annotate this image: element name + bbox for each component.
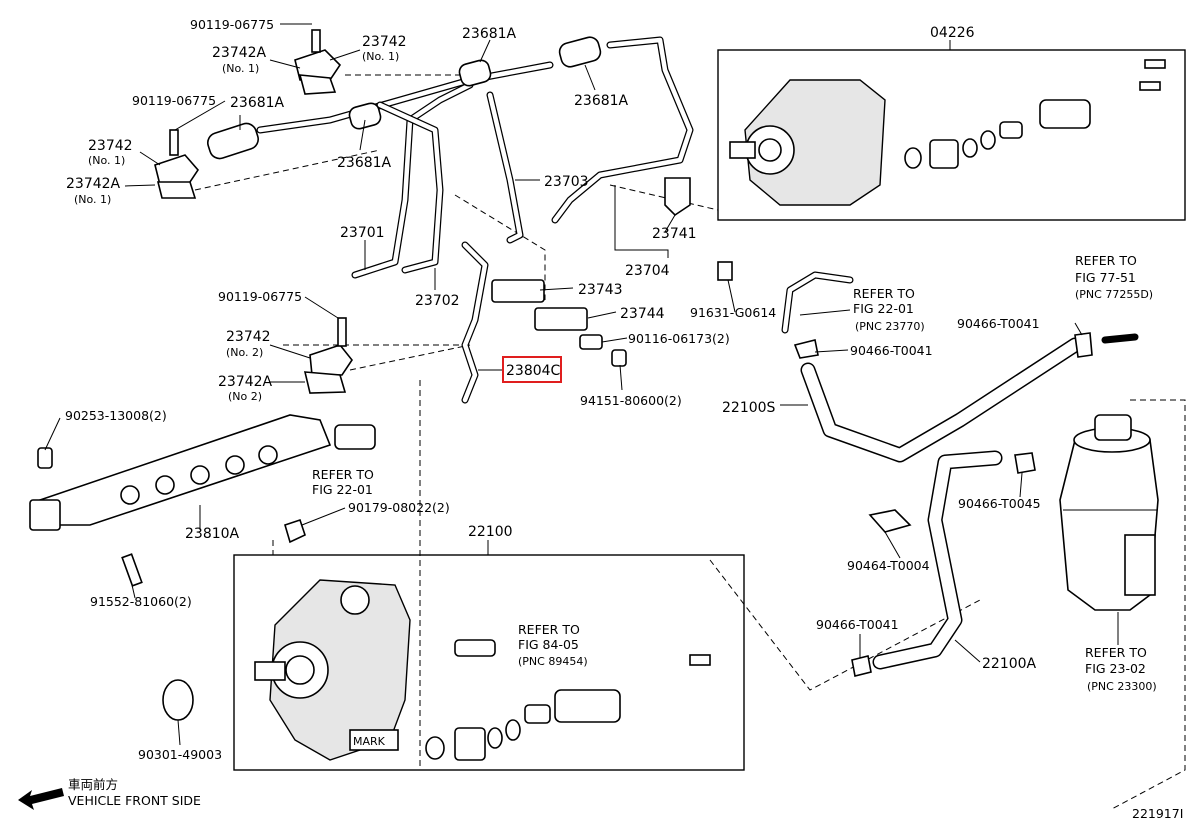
clamps-23743-23744 <box>491 279 627 367</box>
fuel-pipes <box>256 36 694 404</box>
label-94151-80600[interactable]: 94151-80600(2) <box>580 393 682 408</box>
box-22100 <box>233 554 745 771</box>
pipe-grommets-23681A <box>207 36 602 160</box>
label-22100S[interactable]: 22100S <box>722 400 776 416</box>
label-90116-06173[interactable]: 90116-06173(2) <box>628 331 730 346</box>
label-91552-81060[interactable]: 91552-81060(2) <box>90 594 192 609</box>
label-22100[interactable]: 22100 <box>468 524 513 540</box>
label-23742-b[interactable]: 23742 <box>88 138 133 154</box>
hose-clips <box>793 332 1093 677</box>
label-ref-22-01-b-3: (PNC 23770) <box>855 320 925 333</box>
label-ref-84-05-3: (PNC 89454) <box>518 655 588 668</box>
label-23742A-b[interactable]: 23742A <box>66 176 121 192</box>
label-90119-06775-a[interactable]: 90119-06775 <box>190 17 274 32</box>
label-23701[interactable]: 23701 <box>340 225 385 241</box>
front-arrow-icon <box>18 788 64 810</box>
bracket-23741 <box>664 177 691 217</box>
label-ref-22-01-b-1[interactable]: REFER TO <box>853 286 915 301</box>
clamps-no1 <box>154 29 342 199</box>
label-ref-84-05-2[interactable]: FIG 84-05 <box>518 637 579 652</box>
label-ref-77-51-2[interactable]: FIG 77-51 <box>1075 270 1136 285</box>
label-ref-23-02-2[interactable]: FIG 23-02 <box>1085 661 1146 676</box>
label-90179-08022[interactable]: 90179-08022(2) <box>348 500 450 515</box>
label-90301-49003[interactable]: 90301-49003 <box>138 747 222 762</box>
dashed-leaders <box>194 74 1186 811</box>
label-23742-a[interactable]: 23742 <box>362 34 407 50</box>
label-23681A-top[interactable]: 23681A <box>462 26 517 42</box>
label-ref-23-02-1[interactable]: REFER TO <box>1085 645 1147 660</box>
label-90466-T0045[interactable]: 90466-T0045 <box>958 496 1041 511</box>
label-23741[interactable]: 23741 <box>652 226 697 242</box>
label-23681A-mid[interactable]: 23681A <box>337 155 392 171</box>
label-23810A[interactable]: 23810A <box>185 526 240 542</box>
supply-pump-04226 <box>729 59 1166 206</box>
box-04226 <box>717 49 1186 221</box>
label-23743[interactable]: 23743 <box>578 282 623 298</box>
label-90466-T0041-c[interactable]: 90466-T0041 <box>816 617 899 632</box>
label-23742-a-no: (No. 1) <box>362 50 399 63</box>
label-90119-06775-c[interactable]: 90119-06775 <box>218 289 302 304</box>
label-91631-G0614[interactable]: 91631-G0614 <box>690 305 776 320</box>
label-23742-c-no: (No. 2) <box>226 346 263 359</box>
fuel-rail-23810A <box>29 414 376 531</box>
label-ref-22-01-b-2[interactable]: FIG 22-01 <box>853 301 914 316</box>
bolt-91552 <box>121 553 143 587</box>
label-23742A-b-no: (No. 1) <box>74 193 111 206</box>
highlight-23804C <box>502 356 562 383</box>
o-ring-90301 <box>162 679 194 721</box>
clamps-no2 <box>303 317 353 394</box>
label-23742-c[interactable]: 23742 <box>226 329 271 345</box>
label-90466-T0041-b[interactable]: 90466-T0041 <box>957 316 1040 331</box>
label-23742A-c-no: (No 2) <box>228 390 262 403</box>
nut-90179 <box>284 518 306 544</box>
label-23804C[interactable]: 23804C <box>506 363 561 379</box>
diagram-id: 221917I <box>1132 806 1183 821</box>
front-direction-indicator: 車両前方 VEHICLE FRONT SIDE <box>18 777 201 810</box>
label-mark: MARK <box>353 735 386 748</box>
label-04226[interactable]: 04226 <box>930 25 975 41</box>
label-ref-22-01-a-1[interactable]: REFER TO <box>312 467 374 482</box>
label-23742-b-no: (No. 1) <box>88 154 125 167</box>
label-ref-77-51-3: (PNC 77255D) <box>1075 288 1153 301</box>
label-90466-T0041-a[interactable]: 90466-T0041 <box>850 343 933 358</box>
label-23742A-a[interactable]: 23742A <box>212 45 267 61</box>
label-23742A-a-no: (No. 1) <box>222 62 259 75</box>
label-23681A-a[interactable]: 23681A <box>230 95 285 111</box>
supply-pump-22100 <box>254 579 711 761</box>
leader-lines <box>44 23 1119 746</box>
fuel-hoses <box>781 271 1139 670</box>
label-23681A-right[interactable]: 23681A <box>574 93 629 109</box>
label-23742A-c[interactable]: 23742A <box>218 374 273 390</box>
label-ref-77-51-1[interactable]: REFER TO <box>1075 253 1137 268</box>
label-ref-23-02-3: (PNC 23300) <box>1087 680 1157 693</box>
label-23744[interactable]: 23744 <box>620 306 665 322</box>
label-23702[interactable]: 23702 <box>415 293 460 309</box>
label-ref-22-01-a-2[interactable]: FIG 22-01 <box>312 482 373 497</box>
label-23704[interactable]: 23704 <box>625 263 670 279</box>
fuel-filter <box>1059 414 1159 640</box>
label-90119-06775-b[interactable]: 90119-06775 <box>132 93 216 108</box>
label-ref-84-05-1[interactable]: REFER TO <box>518 622 580 637</box>
label-90253-13008[interactable]: 90253-13008(2) <box>65 408 167 423</box>
part-labels: 90119-06775 23742 (No. 1) 23742A (No. 1)… <box>65 17 1157 762</box>
label-23703[interactable]: 23703 <box>544 174 589 190</box>
bolt-91631 <box>717 261 733 281</box>
label-22100A[interactable]: 22100A <box>982 656 1037 672</box>
label-front-en: VEHICLE FRONT SIDE <box>68 793 201 808</box>
label-90464-T0004[interactable]: 90464-T0004 <box>847 558 930 573</box>
label-front-jp: 車両前方 <box>68 777 118 792</box>
